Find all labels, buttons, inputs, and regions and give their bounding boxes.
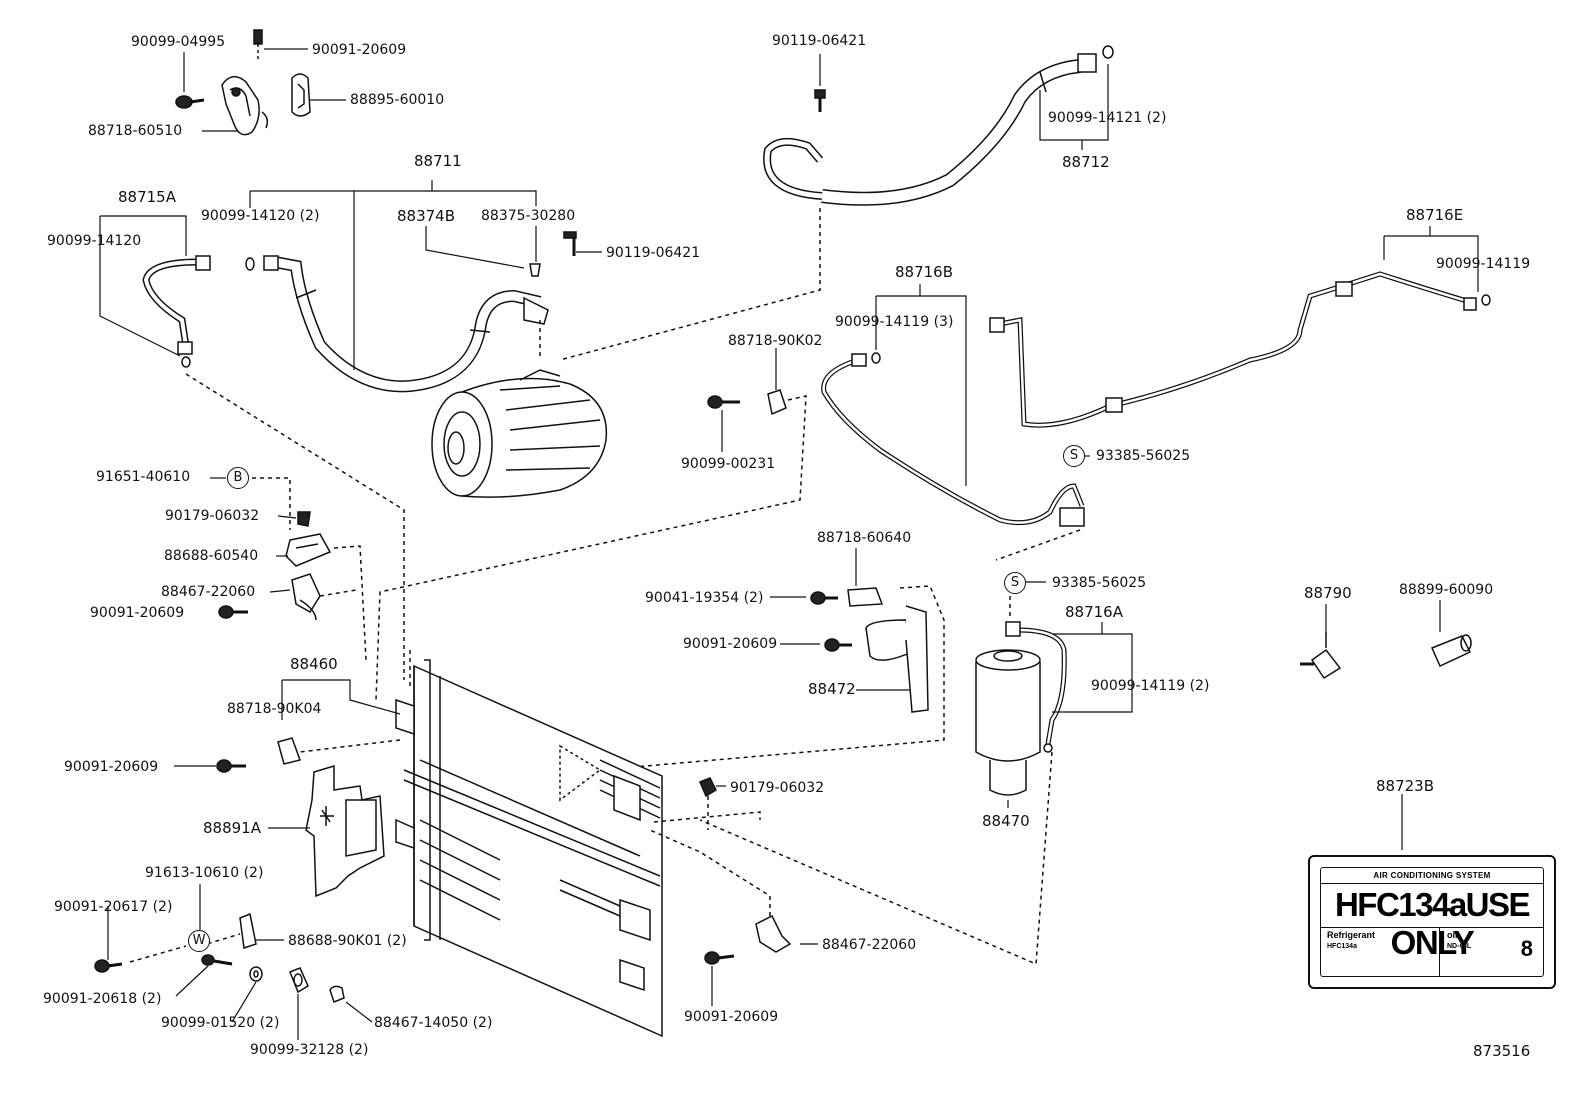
- label-91651-40610: 91651-40610: [96, 469, 191, 485]
- condenser-88460: [299, 650, 663, 1038]
- label-88467-14050-2: 88467-14050 (2): [374, 1015, 493, 1031]
- label-88723B: 88723B: [1376, 777, 1435, 795]
- pipe-88716E: [989, 271, 1491, 428]
- decal-oil-label: oil: [1447, 930, 1458, 940]
- label-90099-14119-3: 90099-14119 (3): [835, 314, 954, 330]
- label-88374B: 88374B: [397, 207, 456, 225]
- label-88711: 88711: [414, 152, 462, 170]
- label-90179-06032-mid: 90179-06032: [730, 780, 825, 796]
- label-90099-14121-2: 90099-14121 (2): [1048, 110, 1167, 126]
- left-bracket-cluster: [218, 477, 367, 661]
- bracket-88718-90K02: [375, 389, 807, 701]
- label-88716B: 88716B: [895, 263, 954, 281]
- label-88688-60540: 88688-60540: [164, 548, 259, 564]
- decal-88723B: AIR CONDITIONING SYSTEM HFC134aUSE ONLY …: [1308, 855, 1556, 989]
- label-90091-20609-mid: 90091-20609: [683, 636, 778, 652]
- label-88895-60010: 88895-60010: [350, 92, 445, 108]
- clamp-88895-60010: [291, 73, 311, 117]
- nut-90179-06032-mid: [699, 777, 717, 830]
- decal-header: AIR CONDITIONING SYSTEM: [1373, 871, 1491, 880]
- callout-S-upper: S: [1063, 445, 1085, 467]
- decal-divider-top: [1321, 883, 1543, 884]
- label-88375-30280: 88375-30280: [481, 208, 576, 224]
- label-93385-56025-a: 93385-56025: [1096, 448, 1191, 464]
- pipe-88716B: [821, 352, 1085, 527]
- label-88712: 88712: [1062, 153, 1110, 171]
- label-88715A: 88715A: [118, 188, 176, 206]
- receiver-drier-88470: [699, 529, 1081, 966]
- label-88790: 88790: [1304, 584, 1352, 602]
- bolt-90091-20609-top: [253, 29, 263, 62]
- hose-88715A: [142, 255, 211, 368]
- label-88467-22060-left: 88467-22060: [161, 584, 256, 600]
- decal-main-text: HFC134aUSE ONLY: [1334, 886, 1531, 961]
- label-90091-20609-bottom: 90091-20609: [684, 1009, 779, 1025]
- shield-88891A: [305, 764, 385, 898]
- label-88718-90K02: 88718-90K02: [728, 333, 823, 349]
- callout-W: W: [188, 930, 210, 952]
- clamp-88718-60510: [221, 76, 269, 136]
- label-90091-20618-2: 90091-20618 (2): [43, 991, 162, 1007]
- sensor-88790: [1300, 632, 1342, 680]
- hose-88712: [559, 45, 1114, 361]
- label-90099-01520-2: 90099-01520 (2): [161, 1015, 280, 1031]
- label-90091-20609-top: 90091-20609: [312, 42, 407, 58]
- label-88472: 88472: [808, 680, 856, 698]
- decal-divider-vertical: [1439, 927, 1440, 976]
- label-90099-32128-2: 90099-32128 (2): [250, 1042, 369, 1058]
- label-90099-14119: 90099-14119: [1436, 256, 1531, 272]
- label-88718-90K04: 88718-90K04: [227, 701, 322, 717]
- hose-88711: [245, 231, 577, 393]
- label-88716E: 88716E: [1406, 206, 1464, 224]
- label-90099-14120-2: 90099-14120 (2): [201, 208, 320, 224]
- label-88470: 88470: [982, 812, 1030, 830]
- label-90179-06032-left: 90179-06032: [165, 508, 260, 524]
- decal-refrigerant-label: Refrigerant: [1327, 930, 1376, 940]
- label-90099-00231: 90099-00231: [681, 456, 776, 472]
- label-88718-60510: 88718-60510: [88, 123, 183, 139]
- label-88716A: 88716A: [1065, 603, 1123, 621]
- label-88718-60640: 88718-60640: [817, 530, 912, 546]
- bolt-90099-04995: [175, 95, 205, 109]
- label-90091-20617-2: 90091-20617 (2): [54, 899, 173, 915]
- label-88891A: 88891A: [203, 819, 261, 837]
- decal-oil-value: ND-OIL: [1447, 943, 1472, 950]
- label-88899-60090: 88899-60090: [1399, 582, 1494, 598]
- label-90091-20609-left: 90091-20609: [90, 605, 185, 621]
- callout-B: B: [227, 467, 249, 489]
- diagram-code: 873516: [1473, 1042, 1531, 1060]
- label-90099-04995: 90099-04995: [131, 34, 226, 50]
- label-90119-06421-mid: 90119-06421: [606, 245, 701, 261]
- label-93385-56025-b: 93385-56025: [1052, 575, 1147, 591]
- decal-refrigerant-value: HFC134a: [1327, 943, 1357, 950]
- decal-divider-bottom: [1321, 927, 1543, 928]
- compressor: [431, 369, 608, 498]
- bottom-left-hardware: [94, 912, 345, 1003]
- label-88460: 88460: [290, 655, 338, 673]
- label-90099-14119-2: 90099-14119 (2): [1091, 678, 1210, 694]
- label-88467-22060-right: 88467-22060: [822, 937, 917, 953]
- bracket-88472: [599, 585, 945, 771]
- label-88688-90K01-2: 88688-90K01 (2): [288, 933, 407, 949]
- decal-frame: AIR CONDITIONING SYSTEM HFC134aUSE ONLY …: [1320, 867, 1544, 977]
- label-90041-19354-2: 90041-19354 (2): [645, 590, 764, 606]
- bracket-88718-90K04: [216, 737, 301, 773]
- bracket-88467-22060-right: [649, 829, 792, 965]
- tube-88899-60090: [1430, 634, 1472, 668]
- decal-oil-amount: 8: [1520, 936, 1533, 961]
- label-90091-20609-low: 90091-20609: [64, 759, 159, 775]
- label-90099-14120: 90099-14120: [47, 233, 142, 249]
- label-90119-06421-top: 90119-06421: [772, 33, 867, 49]
- callout-S-lower: S: [1004, 572, 1026, 594]
- label-91613-10610-2: 91613-10610 (2): [145, 865, 264, 881]
